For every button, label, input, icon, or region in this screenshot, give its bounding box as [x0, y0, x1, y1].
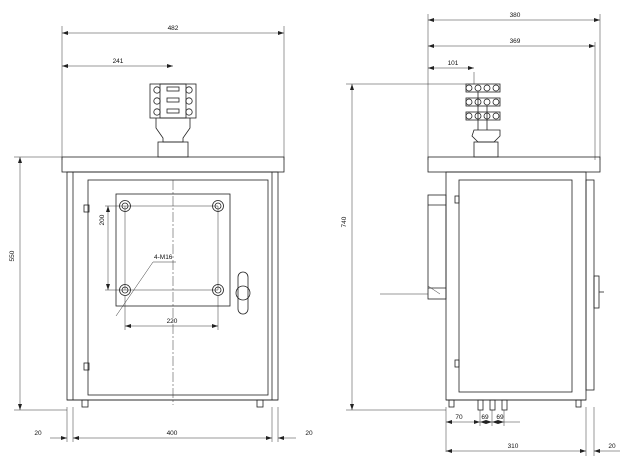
dim-mount-spacing-horizontal: 220 [167, 318, 178, 325]
side-door-handle [593, 275, 600, 309]
dim-side-spacing-70: 70 [455, 414, 463, 421]
top-terminal-block [149, 83, 197, 158]
side-terminal-stack [465, 72, 501, 158]
dim-side-depth-369: 369 [510, 38, 521, 45]
side-cabinet-body [445, 171, 587, 401]
dim-mount-spacing-vertical: 200 [99, 214, 106, 225]
side-top-cover [427, 156, 601, 173]
side-view: 380 369 101 [341, 12, 620, 456]
front-door [87, 179, 269, 396]
door-handle [235, 271, 251, 315]
dim-front-height: 550 [9, 250, 16, 261]
dim-front-overall-width: 482 [168, 25, 179, 32]
front-view: 482 241 [9, 25, 313, 442]
dim-front-body-width: 400 [167, 430, 178, 437]
dim-front-right-offset: 20 [305, 430, 313, 437]
dim-side-overall-depth: 380 [510, 12, 521, 19]
dim-side-terminal-offset: 101 [448, 60, 459, 67]
dim-front-half-width: 241 [113, 58, 124, 65]
dim-side-base-depth: 310 [508, 443, 519, 450]
front-top-cover [61, 156, 285, 173]
dim-side-rear-offset: 20 [608, 443, 616, 450]
bolt-callout-label: 4-M16 [154, 254, 173, 261]
dim-side-spacing-69b: 69 [496, 414, 504, 421]
bolt-holes [119, 200, 224, 296]
dim-side-height: 740 [341, 216, 348, 227]
dim-front-left-offset: 20 [34, 430, 42, 437]
side-mount-bracket [380, 194, 447, 300]
dim-side-spacing-69a: 69 [481, 414, 489, 421]
